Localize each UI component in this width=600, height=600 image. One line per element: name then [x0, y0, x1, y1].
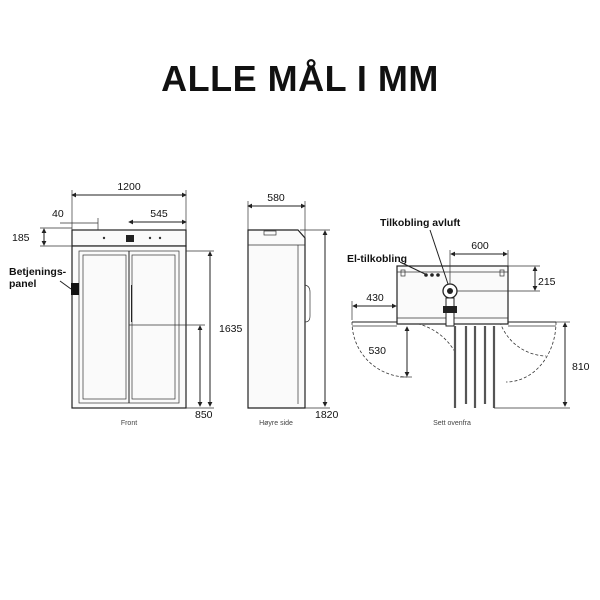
page-title: ALLE MÅL I MM: [161, 58, 439, 99]
electric-connection-label: El-tilkobling: [347, 253, 407, 265]
front-door-height-label: 1635: [219, 323, 243, 335]
front-view: Betjenings- panel 1200 545 40 185 1635 8…: [9, 181, 243, 427]
control-panel-label-1: Betjenings-: [9, 266, 67, 278]
right-door-swing: [505, 321, 557, 383]
front-top-offset-label: 40: [52, 208, 64, 220]
top-swing-right-label: 810: [572, 361, 590, 373]
top-offset-label: 215: [538, 276, 556, 288]
control-panel-label-2: panel: [9, 278, 37, 290]
control-panel-icon: [71, 283, 79, 295]
top-view: Tilkobling avluft El-tilkobling 600 215 …: [347, 217, 590, 427]
front-logo-icon: [126, 235, 134, 242]
side-height-label: 1820: [315, 409, 339, 421]
top-left-label: 430: [366, 292, 384, 304]
side-view: 580 1820 Høyre side: [247, 192, 339, 427]
top-width-label: 600: [471, 240, 489, 252]
electric-connector-icon: [424, 273, 428, 277]
vent-connection-label: Tilkobling avluft: [380, 217, 461, 229]
front-caption: Front: [121, 420, 137, 427]
top-caption: Sett ovenfra: [433, 420, 471, 427]
front-panel-width-label: 545: [150, 208, 168, 220]
left-door-swing: [351, 321, 408, 378]
side-depth-label: 580: [267, 192, 285, 204]
front-width-label: 1200: [117, 181, 141, 193]
front-bottom-label: 850: [195, 409, 213, 421]
top-swing-left-label: 530: [368, 345, 386, 357]
side-body: [247, 229, 306, 409]
side-caption: Høyre side: [259, 420, 293, 427]
front-top-height-label: 185: [12, 232, 30, 244]
